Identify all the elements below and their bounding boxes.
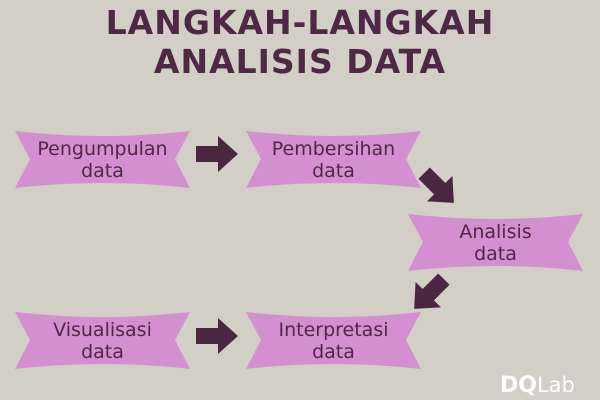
arrow-right-icon (196, 318, 238, 354)
page-title-line-1: LANGKAH-LANGKAH (105, 3, 495, 42)
step-label-line-2: data (81, 340, 124, 363)
step-label: Visualisasi data (53, 319, 152, 363)
step-label-line-2: data (312, 340, 355, 363)
step-shape (15, 312, 190, 369)
step-box-visualisasi: Visualisasi data (15, 308, 190, 373)
step-box-pembersihan: Pembersihan data (246, 127, 421, 192)
page-title-line-2: ANALISIS DATA (153, 42, 447, 81)
logo-text-bold: DQ (500, 373, 537, 398)
arrow-down-right-icon (418, 166, 460, 210)
step-label: Pembersihan data (272, 138, 395, 182)
step-shape (15, 131, 190, 188)
step-box-analisis: Analisis data (408, 210, 583, 275)
step-box-interpretasi: Interpretasi data (246, 308, 421, 373)
step-label-line-2: data (312, 159, 355, 182)
step-label-line-1: Visualisasi (53, 318, 152, 341)
step-label-line-1: Pengumpulan (37, 137, 168, 160)
step-label-line-1: Pembersihan (271, 137, 396, 160)
step-label: Pengumpulan data (37, 138, 167, 182)
step-label: Analisis data (459, 221, 531, 265)
arrow-right-icon (196, 136, 238, 172)
arrow-down-left-icon (408, 272, 450, 316)
step-box-pengumpulan: Pengumpulan data (15, 127, 190, 192)
step-label-line-1: Interpretasi (278, 318, 389, 341)
step-label-line-2: data (474, 242, 517, 265)
step-shape (246, 131, 421, 188)
logo-text-light: Lab (536, 373, 575, 397)
step-label: Interpretasi data (278, 319, 388, 363)
step-shape (408, 214, 583, 271)
step-label-line-2: data (81, 159, 124, 182)
dqlab-logo: DQLab (500, 372, 575, 399)
step-label-line-1: Analisis (459, 220, 532, 243)
step-shape (246, 312, 421, 369)
